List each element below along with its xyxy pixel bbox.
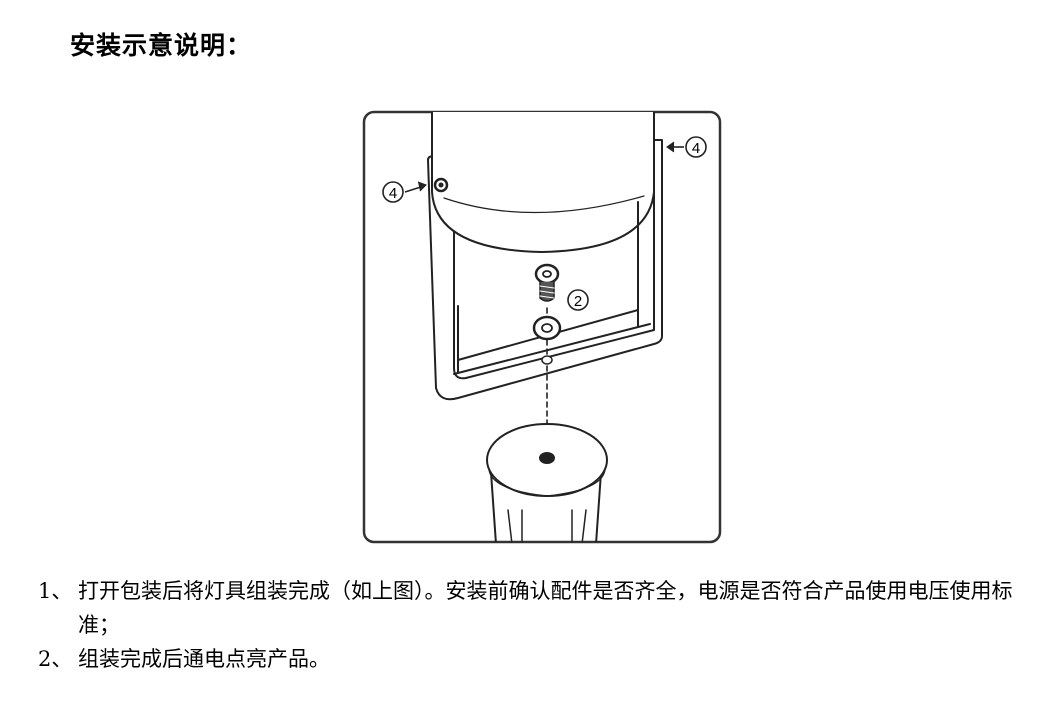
lamp-head <box>431 112 655 253</box>
step-text: 组装完成后通电点亮产品。 <box>78 647 330 671</box>
step-number: 2、 <box>38 647 73 671</box>
washer-icon <box>532 315 562 341</box>
callout-bracket-left: 4 <box>389 185 397 202</box>
step-number: 1、 <box>38 579 73 603</box>
callout-screw: 2 <box>574 293 582 310</box>
page-title: 安装示意说明： <box>70 31 253 60</box>
step-text: 打开包装后将灯具组装完成（如上图）。安装前确认配件是否齐全，电源是否符合产品使用… <box>78 579 1013 637</box>
screw-icon <box>534 263 560 302</box>
list-item: 1、 打开包装后将灯具组装完成（如上图）。安装前确认配件是否齐全，电源是否符合产… <box>38 574 1038 642</box>
installation-diagram: 4 4 2 <box>362 110 722 544</box>
list-item: 2、 组装完成后通电点亮产品。 <box>38 642 1038 676</box>
base-stake <box>486 423 608 542</box>
callout-bracket-right: 4 <box>692 140 700 157</box>
instruction-list: 1、 打开包装后将灯具组装完成（如上图）。安装前确认配件是否齐全，电源是否符合产… <box>38 574 1038 676</box>
